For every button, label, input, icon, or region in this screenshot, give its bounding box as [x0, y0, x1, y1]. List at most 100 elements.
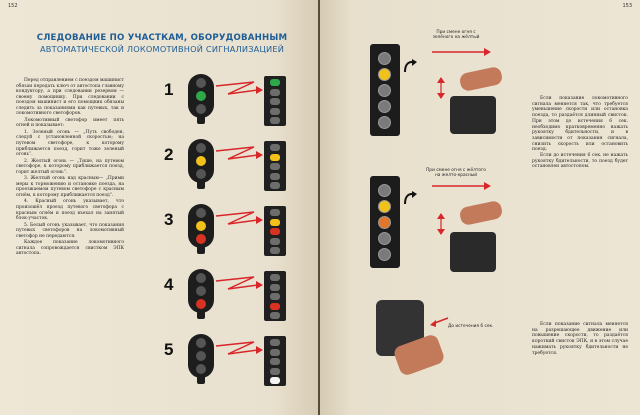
- heading-line-1: Следование по участкам, оборудованным: [36, 33, 288, 43]
- panel-lamp-icon: [270, 79, 280, 86]
- signal-number: 3: [164, 210, 174, 229]
- transmission-arrow-icon: [215, 276, 263, 290]
- signal-lamp-icon: [196, 299, 206, 309]
- transmission-arrow-icon: [215, 341, 263, 355]
- panel-lamp-icon: [270, 209, 280, 216]
- panel-lamp-icon: [270, 163, 280, 170]
- signal-lamp-icon: [196, 156, 206, 166]
- locomotive-signal-panel: [264, 76, 286, 126]
- paragraph: 5. Белый огонь указывает, что показания …: [16, 222, 124, 239]
- paragraph: 4. Красный огонь указывает, что произошё…: [16, 199, 124, 222]
- hand-illustration: [458, 199, 504, 227]
- panel-lamp-icon: [270, 228, 280, 235]
- panel-lamp-icon: [270, 312, 280, 319]
- rotate-arrow-icon: [404, 191, 417, 205]
- right-text-2: Если показание сигнала меняется на разре…: [532, 322, 628, 356]
- signal-lamp-icon: [196, 208, 206, 218]
- vigilance-handle-box: [450, 96, 496, 134]
- signal-base: [197, 311, 205, 319]
- paragraph: Если показание локомотивного сигнала мен…: [532, 96, 628, 153]
- device-lamp-icon: [378, 184, 391, 197]
- page-number-right: 153: [622, 3, 632, 9]
- paragraph: 3. Желтый огонь над красным— „Прими меры…: [16, 176, 124, 198]
- paragraph: 2. Желтый огонь — „Тише, на путевом свет…: [16, 158, 124, 175]
- caption-yellow-to-yellow-red: При смене огня с жёлтого на желто-красны…: [426, 168, 486, 178]
- heading-line-2: автоматической локомотивной сигнализацие…: [39, 44, 285, 54]
- caption-before-6-seconds: До истечения 6 сек.: [448, 324, 494, 329]
- signal-base: [197, 181, 205, 189]
- device-lamp-icon: [378, 52, 391, 65]
- signal-base: [197, 116, 205, 124]
- right-text-1: Если показание локомотивного сигнала мен…: [532, 96, 628, 170]
- hand-illustration: [458, 65, 504, 93]
- device-lamp-icon: [378, 200, 391, 213]
- page-heading: Следование по участкам, оборудованным ав…: [14, 33, 310, 55]
- signal-lamp-icon: [196, 104, 206, 114]
- panel-lamp-icon: [270, 182, 280, 189]
- transmission-arrow-icon: [215, 81, 263, 95]
- right-page: 153 При смене огня с зелёного на жёлтый …: [320, 0, 640, 415]
- left-body-text: Перед отправлением с поездом машинист об…: [16, 78, 124, 257]
- signal-lamp-icon: [196, 143, 206, 153]
- panel-lamp-icon: [270, 107, 280, 115]
- paragraph: Локомотивный светофор имеет пять огней и…: [16, 117, 124, 129]
- panel-lamp-icon: [270, 218, 280, 226]
- up-down-arrow-icon: [437, 213, 445, 235]
- signal-lamp-icon: [196, 234, 206, 244]
- transmission-arrow-icon: [215, 211, 263, 225]
- device-lamp-icon: [378, 100, 391, 113]
- signal-row: 1: [160, 74, 310, 132]
- paragraph: Если показание сигнала меняется на разре…: [532, 322, 628, 356]
- panel-lamp-icon: [270, 144, 280, 151]
- device-lamp-icon: [378, 116, 391, 129]
- signal-lamp-icon: [196, 351, 206, 361]
- timer-arrow-icon: [430, 317, 449, 327]
- locomotive-signal-panel: [264, 271, 286, 321]
- device-lamp-icon: [378, 216, 391, 229]
- locomotive-signal-panel: [264, 141, 286, 191]
- signal-lamp-icon: [196, 78, 206, 88]
- panel-lamp-icon: [270, 247, 280, 254]
- vigilance-handle-box: [450, 232, 496, 272]
- signal-row: 4: [160, 269, 310, 327]
- signal-number: 4: [164, 275, 174, 294]
- panel-lamp-icon: [270, 98, 280, 105]
- paragraph: Если до истечения 6 сек. не нажать рукоя…: [532, 153, 628, 170]
- device-lamp-icon: [378, 248, 391, 261]
- signal-row: 2: [160, 139, 310, 197]
- panel-lamp-icon: [270, 274, 280, 281]
- signal-lamp-icon: [196, 338, 206, 348]
- locomotive-signal-panel: [264, 336, 286, 386]
- panel-lamp-icon: [270, 153, 280, 161]
- panel-lamp-icon: [270, 377, 280, 384]
- locomotive-signal-device: [370, 44, 400, 136]
- device-lamp-icon: [378, 232, 391, 245]
- wayside-signal-icon: [188, 74, 214, 118]
- signal-lamp-icon: [196, 221, 206, 231]
- left-page: 1 5 2 Следование по участкам, оборудованны…: [0, 0, 318, 415]
- signal-lamp-icon: [196, 273, 206, 283]
- panel-lamp-icon: [270, 283, 280, 291]
- transmission-arrow-icon: [215, 146, 263, 160]
- paragraph: Перед отправлением с поездом машинист об…: [16, 78, 124, 117]
- signal-row: 3: [160, 204, 310, 262]
- signal-lamp-icon: [196, 169, 206, 179]
- panel-lamp-icon: [270, 339, 280, 346]
- up-down-arrow-icon: [437, 77, 445, 99]
- signal-number: 1: [164, 80, 174, 99]
- panel-lamp-icon: [270, 117, 280, 124]
- panel-lamp-icon: [270, 348, 280, 356]
- panel-lamp-icon: [270, 293, 280, 300]
- wayside-signal-icon: [188, 334, 214, 378]
- caption-green-to-yellow: При смене огня с зелёного на жёлтый: [432, 30, 480, 40]
- wayside-signal-icon: [188, 204, 214, 248]
- panel-lamp-icon: [270, 358, 280, 365]
- signal-lamp-icon: [196, 91, 206, 101]
- locomotive-signal-panel: [264, 206, 286, 256]
- signal-lamp-icon: [196, 286, 206, 296]
- transition-arrow-icon: [432, 182, 491, 190]
- panel-lamp-icon: [270, 88, 280, 96]
- signal-row: 5: [160, 334, 310, 392]
- panel-lamp-icon: [270, 172, 280, 180]
